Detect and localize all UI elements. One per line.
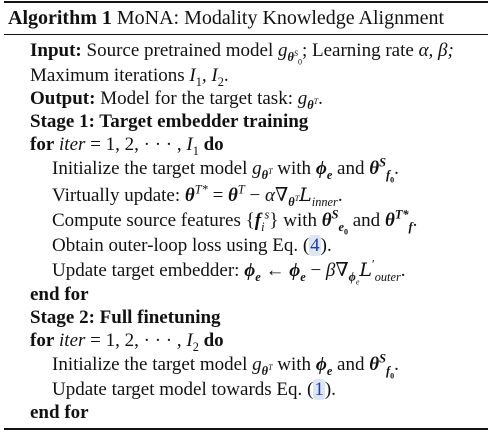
- ute-text: Update target embedder:: [52, 260, 240, 281]
- init2-model-symbol: gθT: [252, 354, 273, 378]
- stage1-text: Stage 1: Target embedder training: [30, 111, 309, 132]
- target-model-symbol: gθT: [297, 88, 319, 112]
- loop-range-2: iter = 1, 2, · · · , I2: [59, 330, 199, 354]
- loop-2-body: Initialize the target model gθT with ϕe …: [30, 352, 486, 401]
- stage2-text: Stage 2: Full finetuning: [30, 307, 221, 328]
- vu-text: Virtually update:: [52, 185, 181, 206]
- update-embedder-line: Update target embedder: ϕe ← ϕe − β∇ϕeL′…: [52, 257, 486, 287]
- ute-formula: ϕe ← ϕe − β∇ϕeL′outer.: [244, 257, 406, 287]
- theta-f0-symbol-2: θSf0: [369, 351, 395, 381]
- stage2-heading: Stage 2: Full finetuning: [30, 306, 486, 329]
- for-keyword: for: [30, 134, 55, 155]
- output-line: Output: Model for the target task: gθT.: [30, 88, 323, 112]
- init-line: Initialize the target model gθT with ϕe …: [52, 155, 399, 185]
- input-text: Source pretrained model: [86, 40, 274, 61]
- output-keyword: Output:: [30, 88, 96, 109]
- init2-text: Initialize the target model: [52, 354, 248, 375]
- obtain-text: Obtain outer-loop loss using Eq.: [52, 235, 299, 256]
- theta-e0-symbol: θSe0: [321, 207, 348, 237]
- theta-f0-symbol: θSf0: [369, 155, 395, 185]
- phi-e-symbol: ϕe: [315, 158, 333, 182]
- virtual-update-line: Virtually update: θT* = θT − α∇θTLinner.: [52, 182, 486, 208]
- top-rule: [4, 1, 488, 3]
- loop-range-1: iter = 1, 2, · · · , I1: [59, 134, 199, 158]
- iter-symbols: I1, I2: [189, 65, 224, 89]
- max-iter-line: Maximum iterations I1, I2.: [30, 65, 229, 89]
- end-for-keyword: end for: [30, 284, 89, 305]
- loop-1-body: Initialize the target model gθT with ϕe …: [30, 155, 486, 287]
- for-keyword-2: for: [30, 330, 55, 351]
- max-iter-text: Maximum iterations: [30, 65, 185, 86]
- vu-formula: θT* = θT − α∇θTLinner.: [184, 182, 343, 209]
- utm-text: Update target model towards Eq.: [52, 379, 303, 400]
- init2-with: with: [277, 354, 312, 375]
- input-line: Input: Source pretrained model gθS0; Lea…: [30, 38, 486, 67]
- input-keyword: Input:: [30, 40, 82, 61]
- algorithm-name: MoNA: Modality Knowledge Alignment: [116, 7, 445, 29]
- features-symbol: {fis}: [245, 207, 279, 234]
- csf-with: with: [283, 210, 317, 231]
- init-model-symbol: gθT: [252, 158, 273, 182]
- algorithm-title: Algorithm 1 MoNA: Modality Knowledge Ali…: [8, 6, 444, 30]
- obtain-loss-line: Obtain outer-loop loss using Eq. (4).: [52, 235, 332, 256]
- init2-line: Initialize the target model gθT with ϕe …: [52, 351, 399, 381]
- output-text: Model for the target task:: [100, 88, 293, 109]
- algorithm-label: Algorithm 1: [8, 7, 112, 29]
- for-line-1: for iter = 1, 2, · · · , I1 do: [30, 133, 486, 158]
- init-with: with: [277, 158, 312, 179]
- bottom-rule: [4, 428, 488, 430]
- csf-text: Compute source features: [52, 210, 241, 231]
- lr-symbols: α, β;: [418, 40, 454, 61]
- end-for-2: end for: [30, 401, 486, 424]
- theta-f-star-symbol: θT*f: [384, 207, 413, 234]
- phi-e-symbol-2: ϕe: [315, 354, 333, 378]
- stage1-heading: Stage 1: Target embedder training: [30, 110, 486, 133]
- do-keyword-2: do: [203, 330, 224, 351]
- eq-4-link[interactable]: 4: [309, 235, 321, 256]
- header-rule: [4, 34, 488, 35]
- source-model-symbol: gθS0: [278, 40, 302, 67]
- init-text: Initialize the target model: [52, 158, 248, 179]
- init2-and: and: [337, 354, 365, 375]
- for-line-2: for iter = 1, 2, · · · , I2 do: [30, 329, 486, 354]
- update-model-line: Update target model towards Eq. (1).: [52, 379, 336, 400]
- do-keyword: do: [203, 134, 224, 155]
- csf-and: and: [352, 210, 381, 231]
- end-for-keyword-2: end for: [30, 402, 89, 423]
- init-and: and: [337, 158, 365, 179]
- eq-1-link[interactable]: 1: [313, 379, 325, 400]
- algorithm-body: Input: Source pretrained model gθS0; Lea…: [30, 38, 486, 424]
- input-lr-text: ; Learning rate: [301, 40, 414, 61]
- end-for-1: end for: [30, 283, 486, 306]
- compute-features-line: Compute source features {fis} with θSe0 …: [52, 207, 418, 237]
